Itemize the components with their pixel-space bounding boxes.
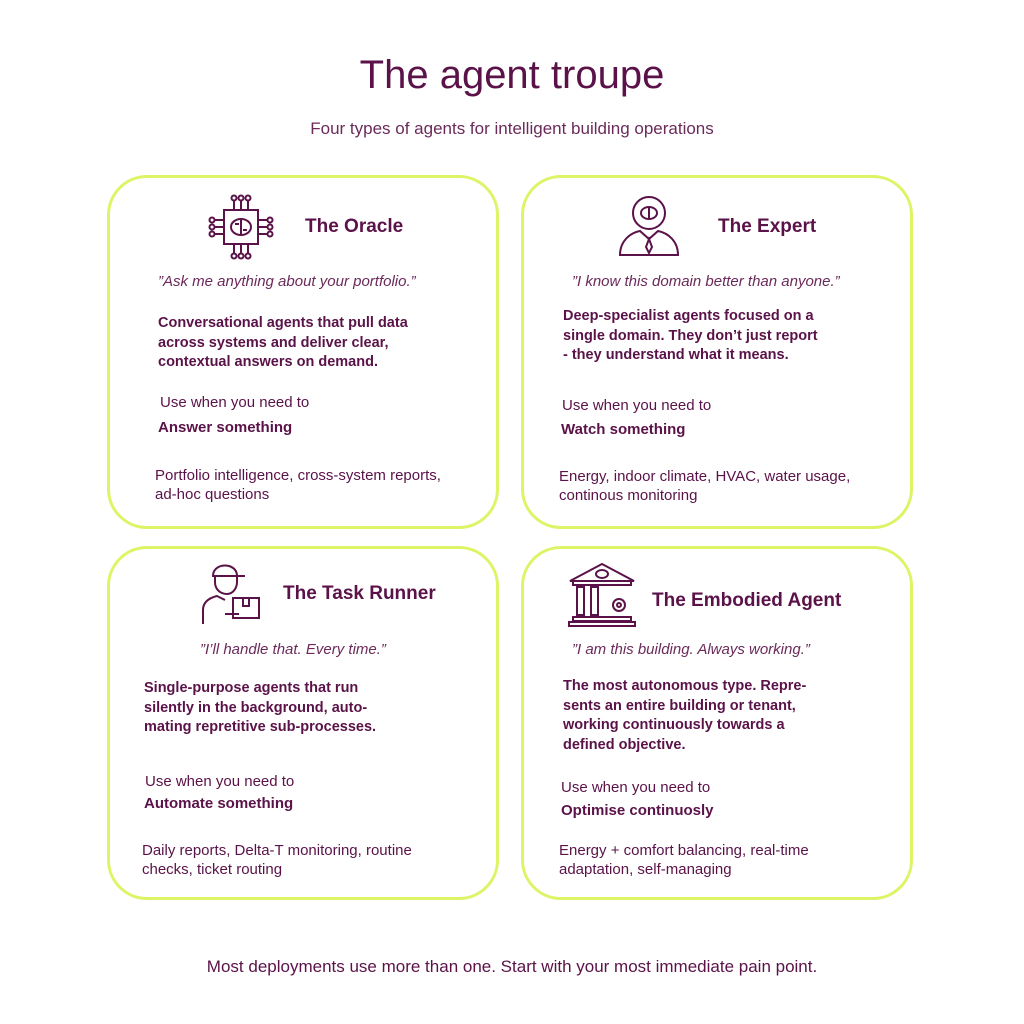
building-brain-icon xyxy=(568,562,636,627)
brain-chip-icon xyxy=(208,194,274,260)
card-description: Single-purpose agents that run silently … xyxy=(144,679,376,738)
card-quote: ”I am this building. Always working.” xyxy=(572,641,810,658)
delivery-worker-icon xyxy=(202,564,260,624)
card-title: The Expert xyxy=(718,216,817,237)
card-quote: ”I know this domain better than anyone.” xyxy=(572,273,840,290)
use-need: Answer something xyxy=(158,419,293,436)
card-description: Conversational agents that pull data acr… xyxy=(158,314,408,373)
card-title: The Task Runner xyxy=(283,583,436,604)
description-line: Conversational agents that pull data xyxy=(158,315,408,331)
description-line: defined objective. xyxy=(563,736,686,753)
card-embodied-agent xyxy=(521,546,913,900)
page-subtitle: Four types of agents for intelligent bui… xyxy=(310,119,714,138)
example-line: Energy + comfort balancing, real-time xyxy=(559,842,809,859)
use-label: Use when you need to xyxy=(562,397,712,414)
expert-person-icon xyxy=(618,196,680,256)
example-line: Daily reports, Delta-T monitoring, routi… xyxy=(142,842,412,859)
page-title: The agent troupe xyxy=(359,53,665,97)
card-task-runner xyxy=(107,546,499,900)
example-line: continous monitoring xyxy=(559,487,698,504)
example-line: ad-hoc questions xyxy=(155,486,270,503)
card-description: The most autonomous type. Repre- sents a… xyxy=(563,677,806,755)
card-examples: Portfolio intelligence, cross-system rep… xyxy=(155,466,441,504)
description-line: working continuously towards a xyxy=(563,717,785,733)
card-description: Deep-specialist agents focused on a sing… xyxy=(563,307,818,366)
example-line: Portfolio intelligence, cross-system rep… xyxy=(155,467,441,484)
card-examples: Daily reports, Delta-T monitoring, routi… xyxy=(142,841,412,879)
card-title: The Oracle xyxy=(305,216,404,237)
use-need: Optimise continuosly xyxy=(561,802,714,819)
use-label: Use when you need to xyxy=(561,779,711,796)
example-line: adaptation, self-managing xyxy=(559,861,732,878)
card-title: The Embodied Agent xyxy=(652,590,842,611)
description-line: single domain. They don’t just report xyxy=(563,327,818,344)
description-line: The most autonomous type. Repre- xyxy=(563,678,807,694)
example-line: checks, ticket routing xyxy=(142,861,283,878)
description-line: silently in the background, auto- xyxy=(144,699,368,716)
use-need: Watch something xyxy=(561,421,686,438)
card-examples: Energy, indoor climate, HVAC, water usag… xyxy=(559,467,850,505)
use-label: Use when you need to xyxy=(160,394,310,411)
description-line: sents an entire building or tenant, xyxy=(563,697,796,714)
example-line: Energy, indoor climate, HVAC, water usag… xyxy=(559,468,851,485)
description-line: contextual answers on demand. xyxy=(158,354,378,370)
footer-note: Most deployments use more than one. Star… xyxy=(206,957,818,976)
description-line: across systems and deliver clear, xyxy=(158,334,389,351)
description-line: Single-purpose agents that run xyxy=(144,680,359,696)
description-line: - they understand what it means. xyxy=(563,347,789,363)
use-need: Automate something xyxy=(144,795,294,812)
card-oracle xyxy=(107,175,499,529)
card-quote: ”Ask me anything about your portfolio.” xyxy=(158,273,416,290)
card-expert xyxy=(521,175,913,529)
description-line: Deep-specialist agents focused on a xyxy=(563,308,814,324)
use-label: Use when you need to xyxy=(145,773,295,790)
description-line: mating repretitive sub-processes. xyxy=(144,719,377,735)
card-quote: ”I’ll handle that. Every time.” xyxy=(200,641,386,658)
card-examples: Energy + comfort balancing, real-time ad… xyxy=(559,841,809,879)
